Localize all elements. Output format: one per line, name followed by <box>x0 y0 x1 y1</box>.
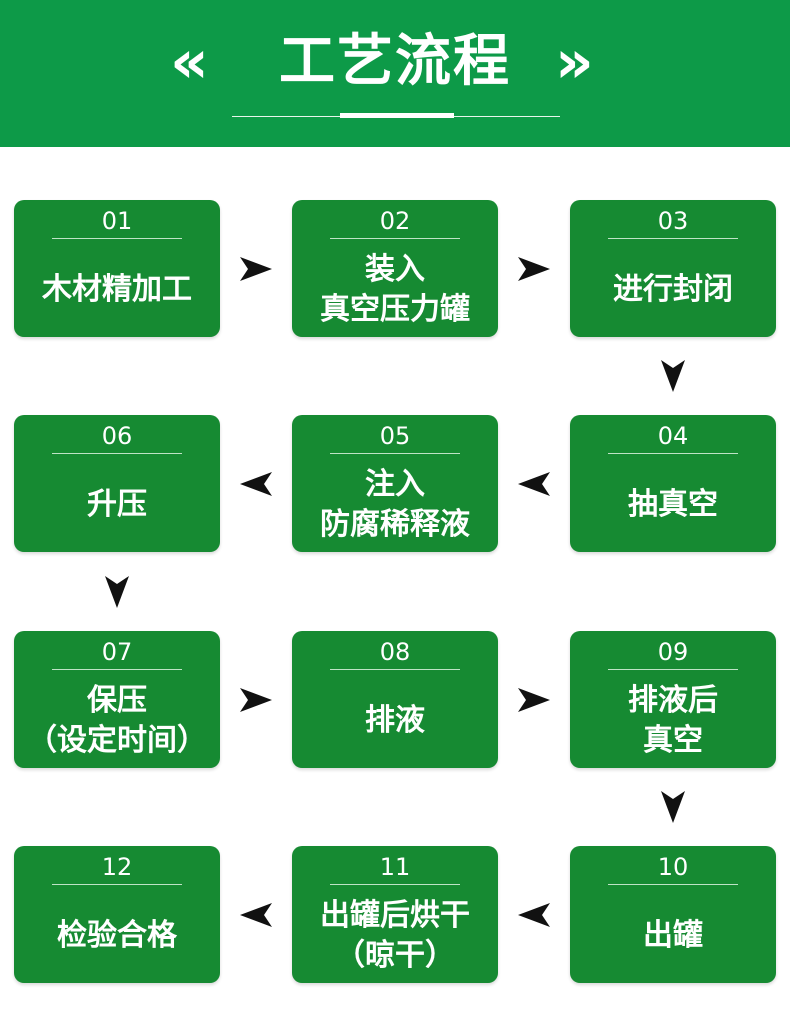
step-number: 02 <box>379 207 411 235</box>
step-divider <box>608 238 738 239</box>
step-label: 保压 （设定时间） <box>14 673 220 768</box>
arrow-left-icon <box>514 895 554 935</box>
step-number: 08 <box>379 638 411 666</box>
step-label: 升压 <box>14 457 220 552</box>
step-label-line: 保压 <box>87 682 147 718</box>
header-banner: « 工艺流程 » <box>0 0 790 147</box>
step-number: 07 <box>101 638 133 666</box>
arrow-right-icon <box>514 249 554 289</box>
step-divider <box>330 238 460 239</box>
step-label: 排液后真空 <box>570 673 776 768</box>
step-label-line: 进行封闭 <box>613 271 733 307</box>
step-label: 出罐 <box>570 888 776 983</box>
step-label: 木材精加工 <box>14 242 220 337</box>
arrow-down-icon <box>653 787 693 827</box>
step-divider <box>330 884 460 885</box>
step-label-line: 抽真空 <box>628 486 718 522</box>
arrow-left-icon <box>514 464 554 504</box>
step-label: 排液 <box>292 673 498 768</box>
arrow-right-icon <box>236 680 276 720</box>
step-box-12: 12 检验合格 <box>14 846 220 983</box>
step-label: 装入真空压力罐 <box>292 242 498 337</box>
step-label-line: 真空 <box>643 722 703 758</box>
step-divider <box>608 884 738 885</box>
step-number: 12 <box>101 853 133 881</box>
step-number: 09 <box>657 638 689 666</box>
step-divider <box>330 669 460 670</box>
step-number: 10 <box>657 853 689 881</box>
step-label-line: 检验合格 <box>57 917 177 953</box>
step-label-line: 真空压力罐 <box>320 291 470 327</box>
step-label-line: （晾干） <box>335 937 455 973</box>
step-number: 04 <box>657 422 689 450</box>
step-number: 03 <box>657 207 689 235</box>
double-chevron-right-icon: » <box>555 27 594 97</box>
step-label-line: 木材精加工 <box>42 271 192 307</box>
step-label-line: （设定时间） <box>27 722 207 758</box>
step-number: 11 <box>379 853 411 881</box>
page-title: 工艺流程 <box>279 29 511 94</box>
step-label-line: 注入 <box>365 466 425 502</box>
step-box-02: 02 装入真空压力罐 <box>292 200 498 337</box>
step-label: 出罐后烘干 （晾干） <box>292 888 498 983</box>
arrow-down-icon <box>653 356 693 396</box>
step-label-line: 排液 <box>365 702 425 738</box>
step-box-03: 03 进行封闭 <box>570 200 776 337</box>
arrow-left-icon <box>236 895 276 935</box>
step-box-09: 09 排液后真空 <box>570 631 776 768</box>
arrow-down-icon <box>97 572 137 612</box>
step-divider <box>608 669 738 670</box>
step-divider <box>52 238 182 239</box>
step-label-line: 装入 <box>365 251 425 287</box>
step-divider <box>608 453 738 454</box>
step-box-04: 04 抽真空 <box>570 415 776 552</box>
step-divider <box>52 453 182 454</box>
step-box-06: 06 升压 <box>14 415 220 552</box>
double-chevron-left-icon: « <box>170 27 209 97</box>
step-label: 检验合格 <box>14 888 220 983</box>
arrow-right-icon <box>236 249 276 289</box>
step-label-line: 防腐稀释液 <box>320 506 470 542</box>
step-box-01: 01 木材精加工 <box>14 200 220 337</box>
step-divider <box>52 884 182 885</box>
step-box-11: 11 出罐后烘干 （晾干） <box>292 846 498 983</box>
step-box-07: 07 保压 （设定时间） <box>14 631 220 768</box>
step-number: 06 <box>101 422 133 450</box>
step-label-line: 出罐后烘干 <box>320 897 470 933</box>
step-number: 05 <box>379 422 411 450</box>
step-number: 01 <box>101 207 133 235</box>
step-label-line: 出罐 <box>643 917 703 953</box>
title-underline-accent <box>340 113 454 118</box>
step-label-line: 升压 <box>87 486 147 522</box>
step-label: 抽真空 <box>570 457 776 552</box>
step-label-line: 排液后 <box>628 682 718 718</box>
step-box-10: 10 出罐 <box>570 846 776 983</box>
step-label: 注入防腐稀释液 <box>292 457 498 552</box>
step-box-08: 08 排液 <box>292 631 498 768</box>
step-divider <box>52 669 182 670</box>
arrow-left-icon <box>236 464 276 504</box>
arrow-right-icon <box>514 680 554 720</box>
step-divider <box>330 453 460 454</box>
step-box-05: 05 注入防腐稀释液 <box>292 415 498 552</box>
step-label: 进行封闭 <box>570 242 776 337</box>
